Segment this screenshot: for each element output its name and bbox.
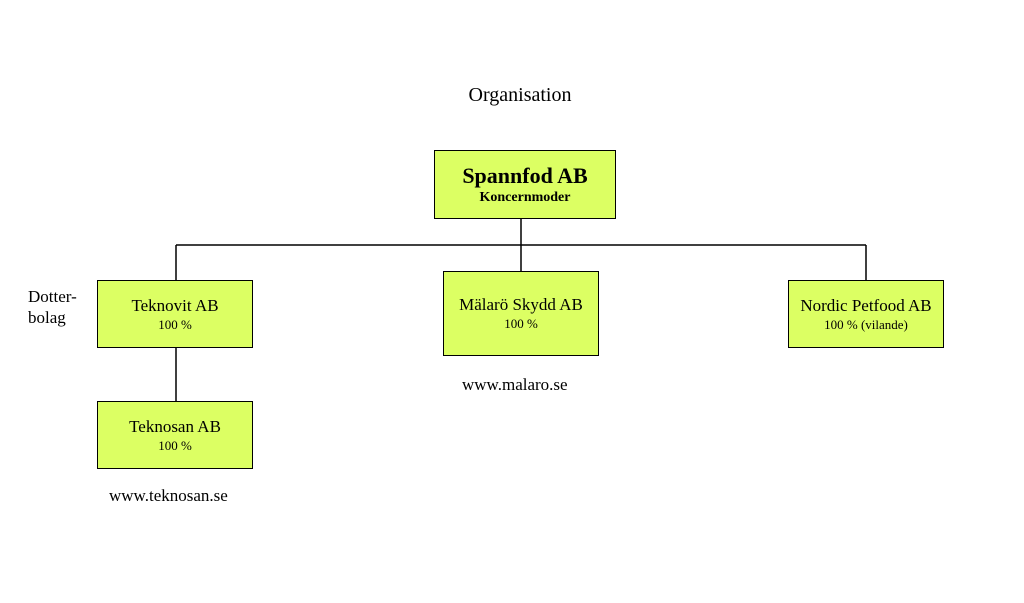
- node-malaro-share: 100 %: [504, 316, 538, 331]
- subsidiaries-label-line1: Dotter-: [28, 287, 77, 306]
- node-teknovit-name: Teknovit AB: [131, 295, 219, 315]
- node-nordic: Nordic Petfood AB 100 % (vilande): [788, 280, 944, 348]
- subsidiaries-label: Dotter- bolag: [28, 286, 77, 328]
- node-teknovit-share: 100 %: [158, 316, 192, 332]
- chart-title: Organisation: [468, 84, 572, 106]
- node-teknovit: Teknovit AB 100 %: [97, 280, 253, 348]
- teknosan-url[interactable]: www.teknosan.se: [109, 486, 228, 505]
- node-malaro-name: Mälarö Skydd AB: [459, 295, 583, 314]
- node-teknosan: Teknosan AB 100 %: [97, 401, 253, 469]
- node-spannfod-subtitle: Koncernmoder: [479, 189, 571, 205]
- node-nordic-name: Nordic Petfood AB: [800, 295, 932, 315]
- malaro-url[interactable]: www.malaro.se: [462, 375, 568, 394]
- node-spannfod-name: Spannfod AB: [462, 162, 588, 188]
- node-nordic-share: 100 % (vilande): [824, 316, 908, 332]
- subsidiaries-label-line2: bolag: [28, 308, 66, 327]
- node-teknosan-share: 100 %: [158, 437, 192, 453]
- node-teknosan-name: Teknosan AB: [129, 416, 221, 436]
- node-spannfod: Spannfod AB Koncernmoder: [434, 150, 616, 219]
- node-malaro: Mälarö Skydd AB 100 %: [443, 271, 599, 356]
